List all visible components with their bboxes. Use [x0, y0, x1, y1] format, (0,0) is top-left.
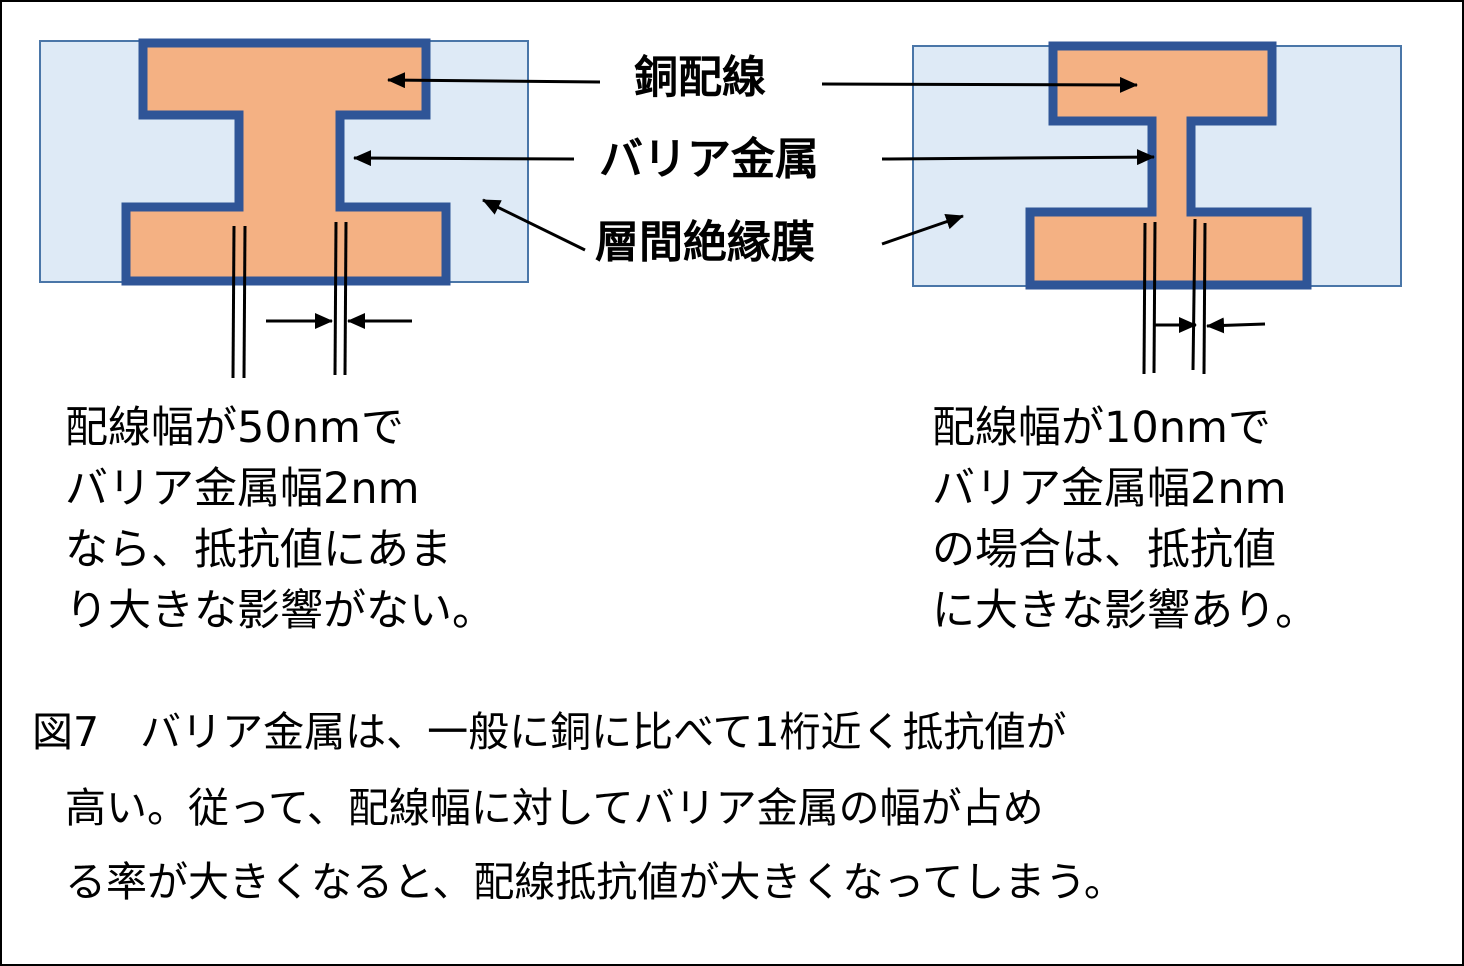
label-arrows: [353, 72, 1155, 252]
caption-line-3: る率が大きくなると、配線抵抗値が大きくなってしまう。: [65, 858, 1125, 906]
label-copper-wiring: 銅配線: [634, 52, 766, 103]
right-description-line: に大きな影響あり。: [932, 586, 1319, 636]
right-description-line: の場合は、抵抗値: [932, 525, 1276, 575]
right-copper-wire: [1025, 41, 1312, 290]
left-description-line: バリア金属幅2nm: [65, 464, 420, 514]
left-description-line: り大きな影響がない。: [65, 586, 495, 636]
left-description-line: 配線幅が50nmで: [65, 403, 404, 453]
left-copper-wire: [121, 38, 451, 286]
right-dimension-lines: [1142, 218, 1266, 375]
right-description-line: バリア金属幅2nm: [932, 464, 1287, 514]
label-interlayer-dielectric: 層間絶縁膜: [595, 217, 815, 268]
caption-line-1: 図7 バリア金属は、一般に銅に比べて1桁近く抵抗値が: [32, 708, 1067, 756]
right-description-line: 配線幅が10nmで: [932, 403, 1271, 453]
left-description-line: なら、抵抗値にあま: [65, 525, 452, 575]
left-dimension-lines: [231, 221, 412, 379]
left-description: 配線幅が50nmで バリア金属幅2nm なら、抵抗値にあま り大きな影響がない。: [65, 398, 495, 642]
right-description: 配線幅が10nmで バリア金属幅2nm の場合は、抵抗値 に大きな影響あり。: [932, 398, 1318, 642]
label-barrier-metal: バリア金属: [599, 134, 819, 185]
caption-line-2: 高い。従って、配線幅に対してバリア金属の幅が占め: [65, 784, 1044, 832]
